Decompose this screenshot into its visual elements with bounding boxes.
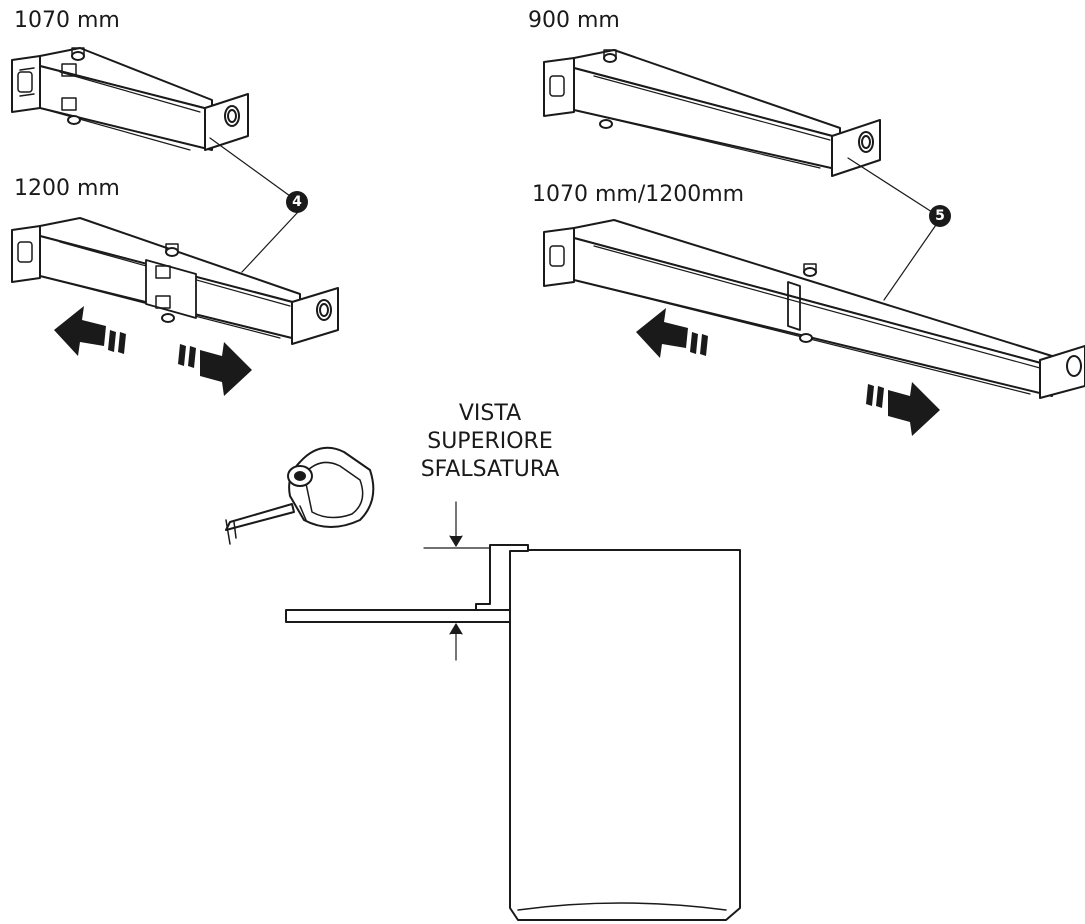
arrow-right-extend-icon-right xyxy=(866,382,940,436)
callout-5-badge xyxy=(929,205,951,227)
top-view-label-line1: VISTA xyxy=(458,401,522,426)
tape-measure-icon xyxy=(225,446,375,545)
rail-1200-label: 1200 mm xyxy=(14,176,120,201)
callout-4-badge xyxy=(286,191,308,213)
top-view-label-line2: SUPERIORE xyxy=(427,429,553,454)
callout-4-leaders xyxy=(209,137,299,273)
top-view-label: VISTA SUPERIORE SFALSATURA xyxy=(390,400,590,484)
offset-dimension xyxy=(423,501,491,661)
rail-900-label: 900 mm xyxy=(528,8,620,33)
rail-1070-1200-mm xyxy=(543,219,1085,399)
callout-5-leaders xyxy=(847,157,939,301)
callout-4-number: 4 xyxy=(292,194,302,210)
arrow-right-extend-icon xyxy=(178,342,252,396)
rail-1070-label: 1070 mm xyxy=(14,8,120,33)
top-view-cabinet xyxy=(285,544,741,921)
rail-1070-1200-label: 1070 mm/1200mm xyxy=(532,182,745,207)
arrow-left-shrink-icon-right xyxy=(636,308,708,358)
top-view-label-line3: SFALSATURA xyxy=(420,457,560,482)
rail-1200-mm xyxy=(11,217,339,345)
arrow-left-shrink-icon xyxy=(54,306,126,356)
callout-5-number: 5 xyxy=(935,208,945,224)
rail-900-mm xyxy=(543,49,881,177)
rail-1070-mm xyxy=(11,47,249,151)
